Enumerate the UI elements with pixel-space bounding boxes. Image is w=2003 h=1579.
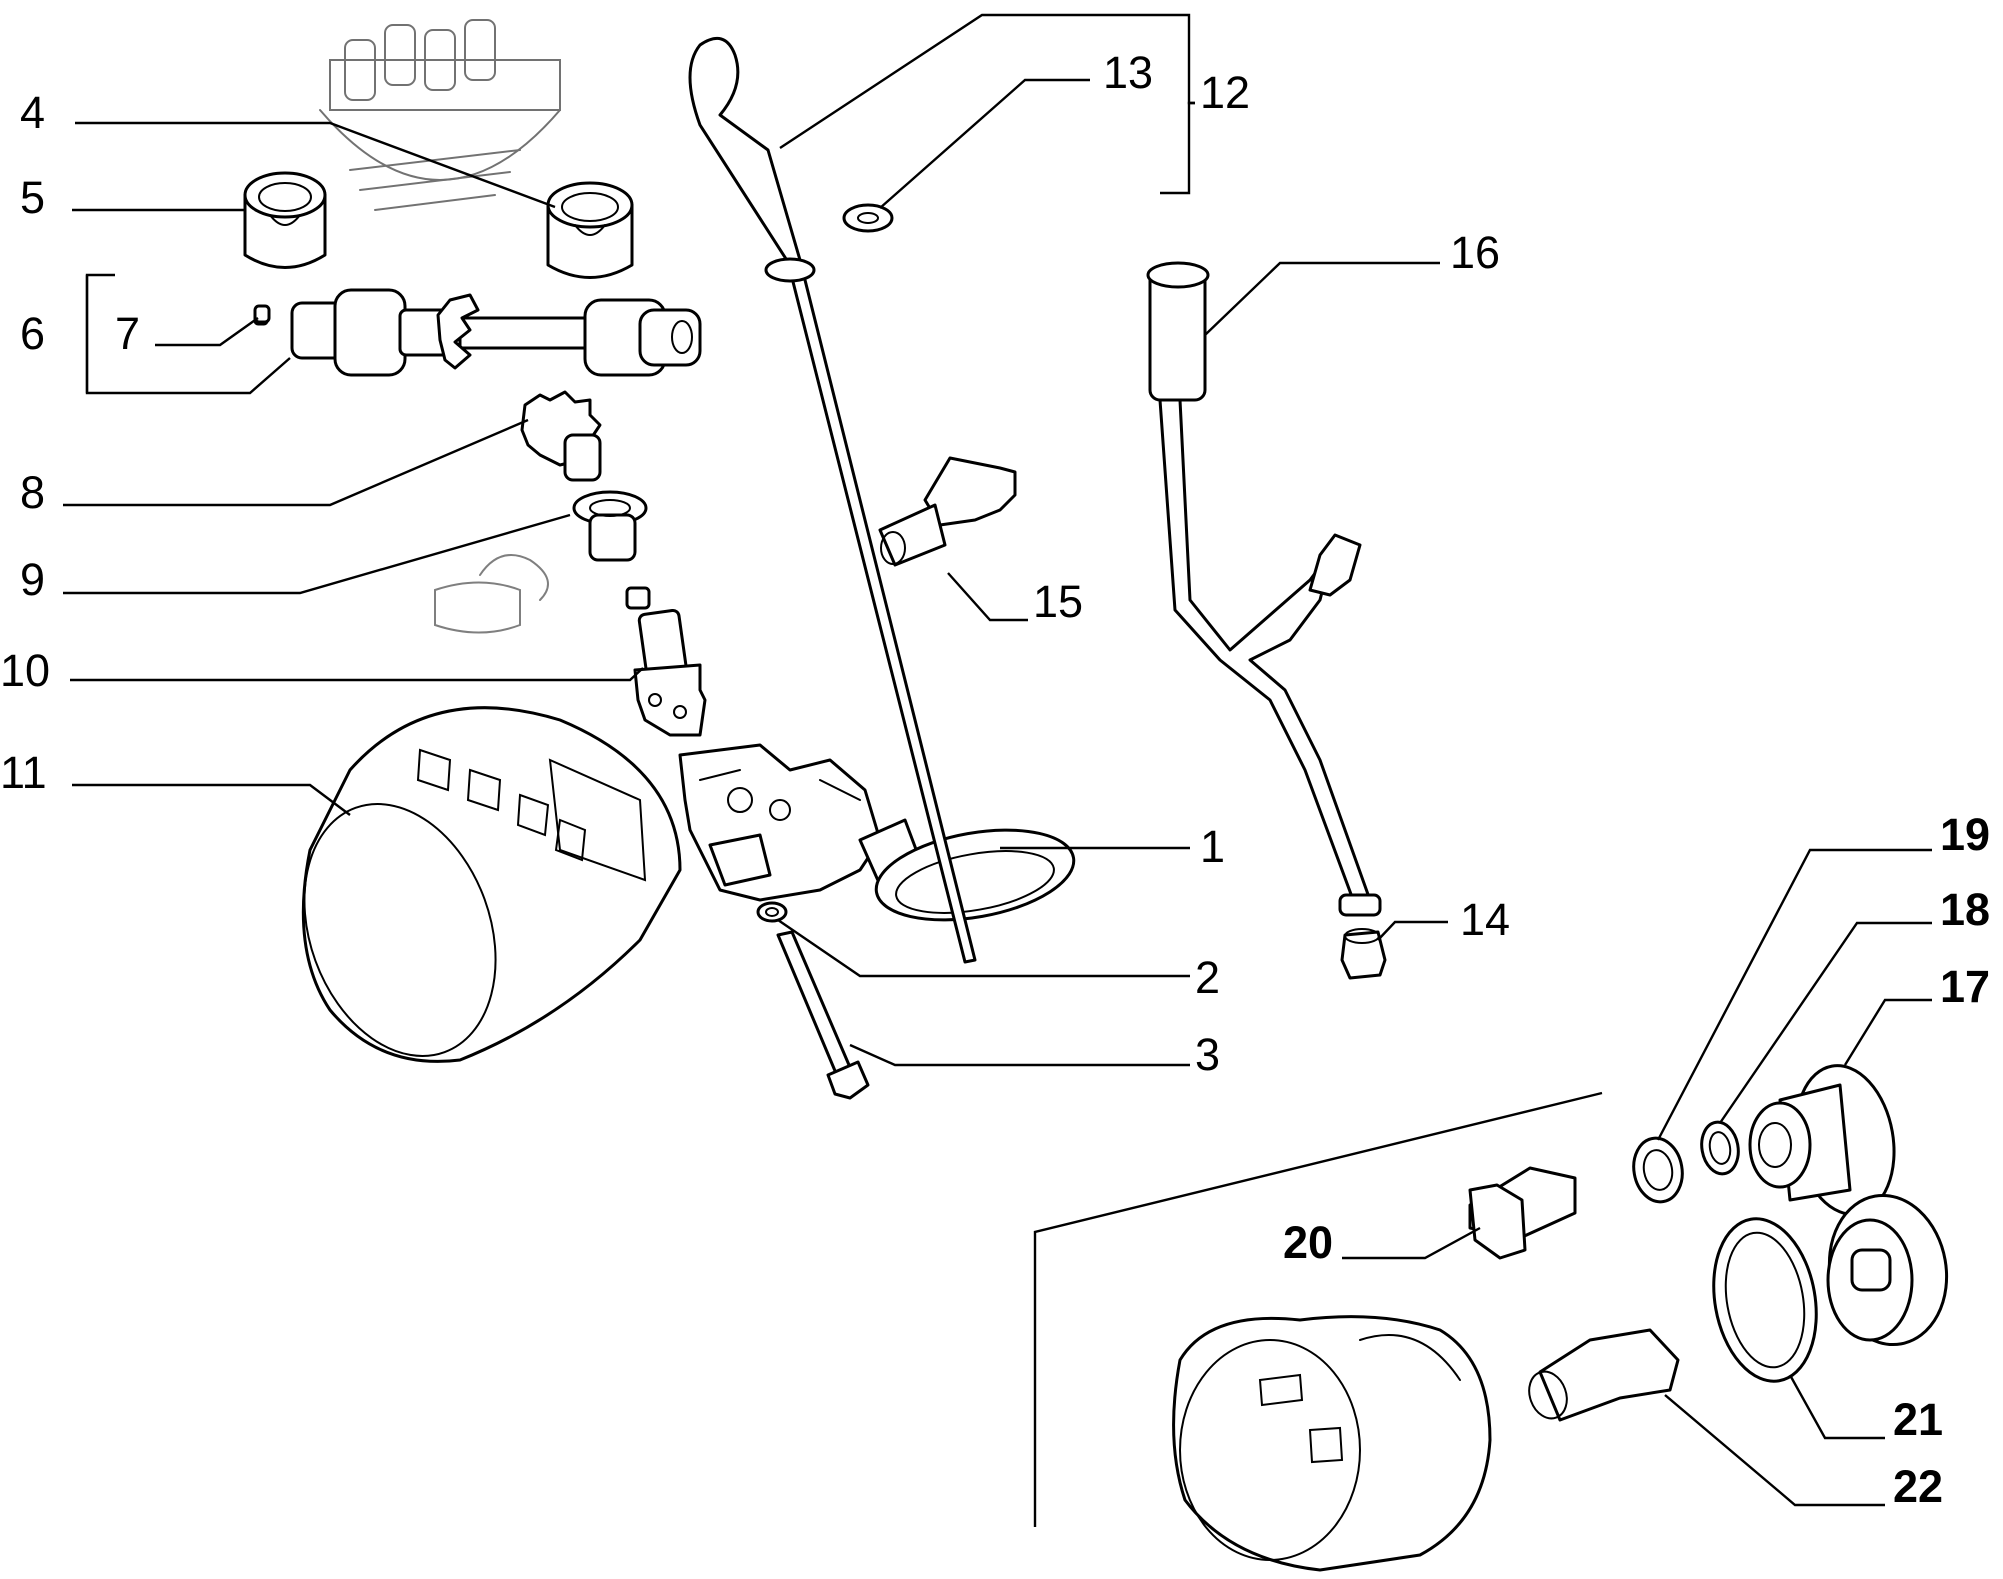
- callout-19: 19: [1940, 809, 1990, 860]
- pin-7: [253, 304, 271, 324]
- leader-lines: [63, 13, 1932, 1507]
- cover-17: [1748, 1064, 1896, 1216]
- dipstick: [688, 36, 977, 964]
- callout-20: 20: [1283, 1217, 1333, 1268]
- callout-17: 17: [1940, 961, 1990, 1012]
- drive-gear: [520, 390, 602, 482]
- callout-2: 2: [1195, 952, 1220, 1003]
- callout-10: 10: [0, 645, 50, 696]
- intermediate-shaft: [253, 288, 702, 377]
- callout-9: 9: [20, 554, 45, 605]
- callout-18: 18: [1940, 884, 1990, 935]
- distributor-cap-ghost: [319, 19, 561, 211]
- callout-1: 1: [1200, 821, 1225, 872]
- version-separator: [1033, 1091, 1603, 1527]
- callout-12: 12: [1200, 67, 1250, 118]
- cover-plate: [1826, 1193, 1949, 1347]
- callout-21: 21: [1893, 1394, 1943, 1445]
- seal-ring-19: [1632, 1136, 1684, 1204]
- bolt-3: [776, 930, 870, 1100]
- washer-2: [756, 901, 788, 923]
- bushing-5: [243, 171, 327, 269]
- callout-7: 7: [115, 308, 140, 359]
- pump-bush: [572, 490, 648, 562]
- plug-20: [1468, 1166, 1577, 1260]
- callout-5: 5: [20, 172, 45, 223]
- oil-pump-body: [678, 743, 882, 902]
- oil-strainer: [858, 818, 1076, 922]
- oil-filter: [301, 706, 682, 1063]
- callout-13: 13: [1103, 47, 1153, 98]
- oil-filter-alternate: [1172, 1315, 1492, 1572]
- dipstick-guide-tube: [1146, 261, 1382, 917]
- seal-ring-13: [842, 203, 894, 233]
- callout-14: 14: [1460, 894, 1510, 945]
- mounting-bracket: [633, 663, 707, 737]
- bushing-4: [546, 181, 634, 279]
- callout-3: 3: [1195, 1029, 1220, 1080]
- callout-22: 22: [1893, 1461, 1943, 1512]
- callout-4: 4: [20, 87, 45, 138]
- callout-6: 6: [20, 308, 45, 359]
- seal-ring-18: [1700, 1120, 1740, 1176]
- ghost-sketch: [434, 554, 549, 634]
- o-ring-21: [1712, 1217, 1818, 1383]
- union-fitting-15: [878, 456, 1017, 567]
- guide-tube-cap-14: [1340, 928, 1387, 980]
- callout-16: 16: [1450, 227, 1500, 278]
- callout-15: 15: [1033, 576, 1083, 627]
- union-fitting-22: [1528, 1328, 1680, 1422]
- callout-11: 11: [0, 747, 47, 798]
- callout-8: 8: [20, 467, 45, 518]
